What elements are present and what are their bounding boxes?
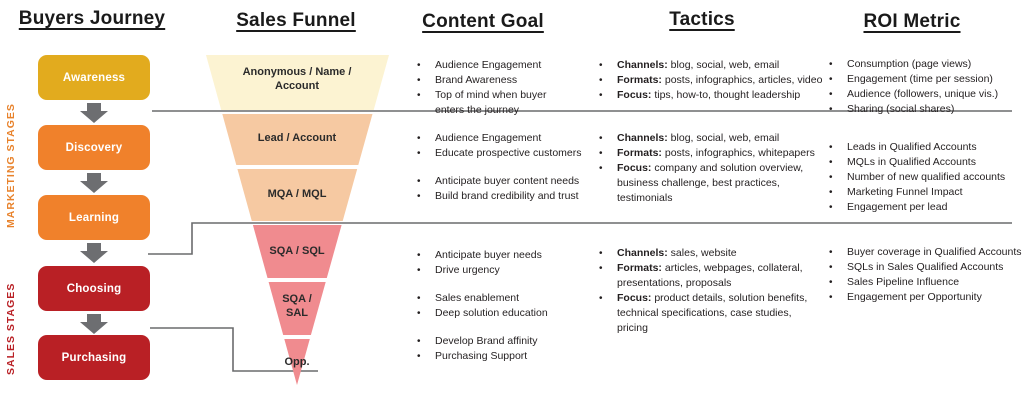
column-header-roi-metric: ROI Metric (863, 11, 961, 32)
bullet-item: Audience Engagement (412, 131, 597, 146)
bullet-list-tactics-marketing: Channels: blog, social, web, emailFormat… (594, 131, 824, 206)
journey-stage-discovery: Discovery (38, 125, 150, 170)
funnel-segment (284, 339, 310, 385)
bullet-list-roi-marketing: Leads in Qualified AccountsMQLs in Quali… (824, 140, 1024, 215)
bullet-item: Brand Awareness (412, 73, 562, 88)
bullet-list-content-goal-discovery: Audience EngagementEducate prospective c… (412, 131, 597, 161)
bullet-item: Consumption (page views) (824, 57, 1024, 72)
down-arrow-icon (80, 103, 108, 123)
bullet-item: Audience Engagement (412, 58, 562, 73)
bullet-item: Number of new qualified accounts (824, 170, 1024, 185)
funnel-segment (206, 55, 389, 110)
bullet-item: Drive urgency (412, 263, 597, 278)
bullet-item: MQLs in Qualified Accounts (824, 155, 1024, 170)
funnel-segment (252, 225, 342, 278)
funnel-segment (268, 282, 326, 335)
column-header-sales-funnel: Sales Funnel (236, 10, 356, 31)
column-header-content-goal: Content Goal (422, 11, 544, 32)
bullet-item: Focus: company and solution overview, bu… (594, 161, 824, 206)
bullet-item: Sales enablement (412, 291, 597, 306)
journey-stage-awareness: Awareness (38, 55, 150, 100)
bullet-list-content-goal-purchasing: Develop Brand affinityPurchasing Support (412, 334, 597, 364)
bullet-list-tactics-awareness: Channels: blog, social, web, emailFormat… (594, 58, 824, 103)
bullet-list-tactics-sales: Channels: sales, websiteFormats: article… (594, 246, 824, 336)
funnel-label-mqa-mql: MQA / MQL (267, 188, 327, 200)
sales-stages-label: SALES STAGES (5, 282, 17, 376)
bullet-item: Sales Pipeline Influence (824, 275, 1024, 290)
bullet-list-roi-sales: Buyer coverage in Qualified AccountsSQLs… (824, 245, 1024, 305)
bullet-item: Anticipate buyer needs (412, 248, 597, 263)
bullet-list-content-goal-learning: Anticipate buyer content needsBuild bran… (412, 174, 597, 204)
bullet-item: Audience (followers, unique vis.) (824, 87, 1024, 102)
bullet-item: Anticipate buyer content needs (412, 174, 597, 189)
column-header-tactics: Tactics (669, 9, 735, 30)
bullet-item: Deep solution education (412, 306, 597, 321)
bullet-item: Formats: posts, infographics, articles, … (594, 73, 824, 88)
bullet-item: Top of mind when buyer enters the journe… (412, 88, 562, 118)
marketing-stages-label: MARKETING STAGES (5, 103, 17, 229)
connector-line-learning (148, 222, 1012, 255)
bullet-item: Formats: articles, webpages, collateral,… (594, 261, 824, 291)
funnel-segment (237, 169, 358, 221)
bullet-list-content-goal-awareness: Audience EngagementBrand AwarenessTop of… (412, 58, 562, 118)
bullet-item: Channels: blog, social, web, email (594, 131, 824, 146)
journey-stage-learning: Learning (38, 195, 150, 240)
bullet-item: Marketing Funnel Impact (824, 185, 1024, 200)
funnel-label-opp: Opp. (284, 356, 310, 368)
down-arrow-icon (80, 173, 108, 193)
bullet-item: Buyer coverage in Qualified Accounts (824, 245, 1024, 260)
funnel-label-sqa-sql: SQA / SQL (269, 245, 325, 257)
funnel-segment (222, 114, 373, 165)
bullet-item: Focus: product details, solution benefit… (594, 291, 824, 336)
bullet-item: Engagement (time per session) (824, 72, 1024, 87)
bullet-item: Develop Brand affinity (412, 334, 597, 349)
bullet-item: Educate prospective customers (412, 146, 597, 161)
bullet-item: Leads in Qualified Accounts (824, 140, 1024, 155)
down-arrow-icon (80, 314, 108, 334)
funnel-label-anonymous: Anonymous / Name / Account (242, 66, 352, 92)
column-header-buyers-journey: Buyers Journey (18, 8, 166, 29)
journey-stage-purchasing: Purchasing (38, 335, 150, 380)
bullet-item: Purchasing Support (412, 349, 597, 364)
journey-stage-choosing: Choosing (38, 266, 150, 311)
bullet-item: Channels: blog, social, web, email (594, 58, 824, 73)
bullet-item: Engagement per lead (824, 200, 1024, 215)
funnel-label-sqa-sal: SQA / SAL (282, 293, 312, 319)
bullet-item: Channels: sales, website (594, 246, 824, 261)
bullet-item: Focus: tips, how-to, thought leadership (594, 88, 824, 103)
bullet-list-roi-awareness: Consumption (page views)Engagement (time… (824, 57, 1024, 117)
bullet-list-content-goal-choosing: Anticipate buyer needsDrive urgency (412, 248, 597, 278)
bullet-item: Engagement per Opportunity (824, 290, 1024, 305)
bullet-list-content-goal-enablement: Sales enablementDeep solution education (412, 291, 597, 321)
bullet-item: SQLs in Sales Qualified Accounts (824, 260, 1024, 275)
down-arrow-icon (80, 243, 108, 263)
bullet-item: Sharing (social shares) (824, 102, 1024, 117)
connector-line-purchasing (150, 327, 318, 372)
bullet-item: Build brand credibility and trust (412, 189, 597, 204)
funnel-label-lead: Lead / Account (257, 132, 337, 144)
bullet-item: Formats: posts, infographics, whitepaper… (594, 146, 824, 161)
